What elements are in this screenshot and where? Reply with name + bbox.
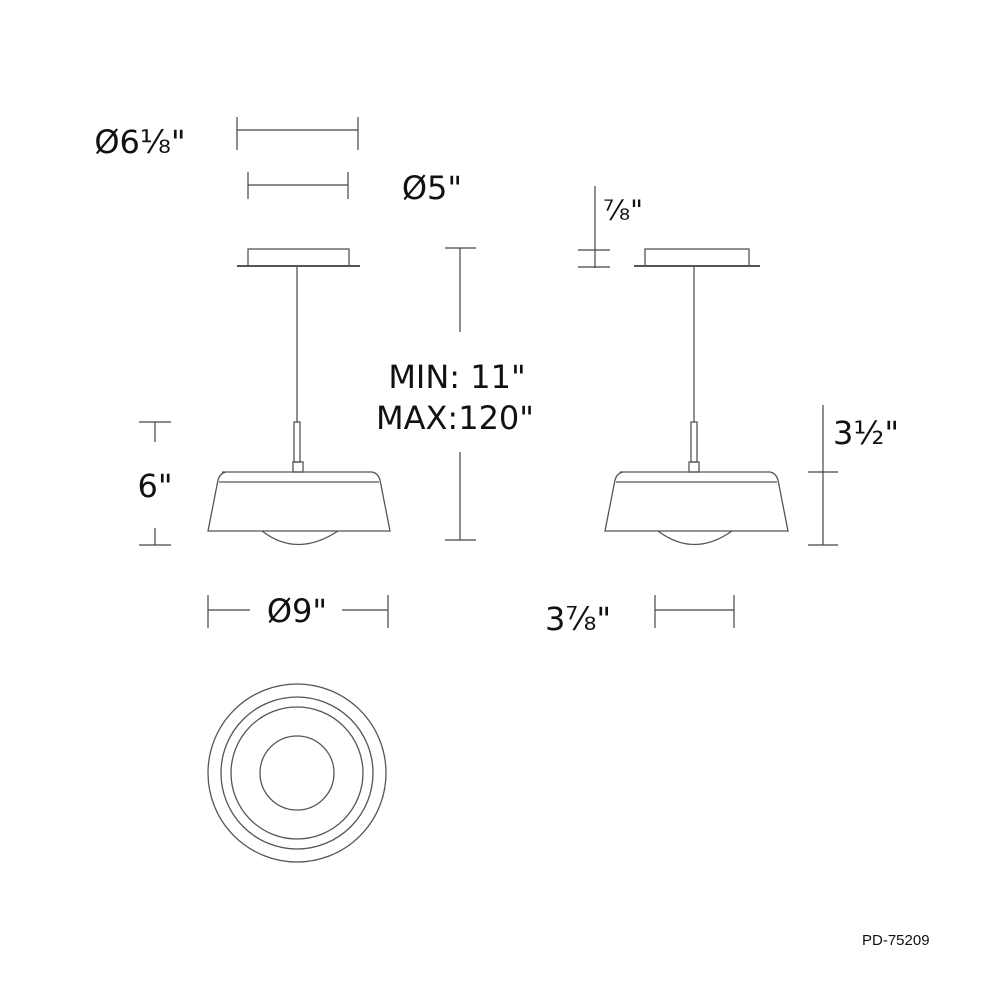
dim-canopy-height (578, 186, 610, 268)
label-canopy-diameter: Ø5" (401, 169, 463, 207)
label-canopy-height: ⅞" (602, 193, 644, 227)
dim-overall-height (139, 421, 171, 546)
dim-canopy-diameter (247, 172, 349, 199)
dim-side-depth (654, 595, 735, 628)
dim-cable-length (445, 247, 476, 541)
model-code: PD-75209 (862, 932, 930, 949)
label-flange-diameter: Ø6⅛" (94, 123, 186, 161)
pendant-side-view (604, 248, 789, 546)
pendant-bottom-view (207, 683, 387, 863)
label-side-depth: 3⅞" (544, 600, 612, 638)
label-cable-max: MAX:120" (376, 399, 534, 437)
label-shade-diameter: Ø9" (266, 592, 328, 630)
dim-shade-height (808, 405, 838, 546)
pendant-front-view (207, 248, 391, 546)
label-cable-min: MIN: 11" (388, 358, 526, 396)
dim-shade-diameter (207, 595, 389, 628)
dim-flange-diameter (236, 117, 359, 150)
label-overall-height: 6" (137, 467, 173, 505)
label-shade-height: 3½" (832, 414, 900, 452)
